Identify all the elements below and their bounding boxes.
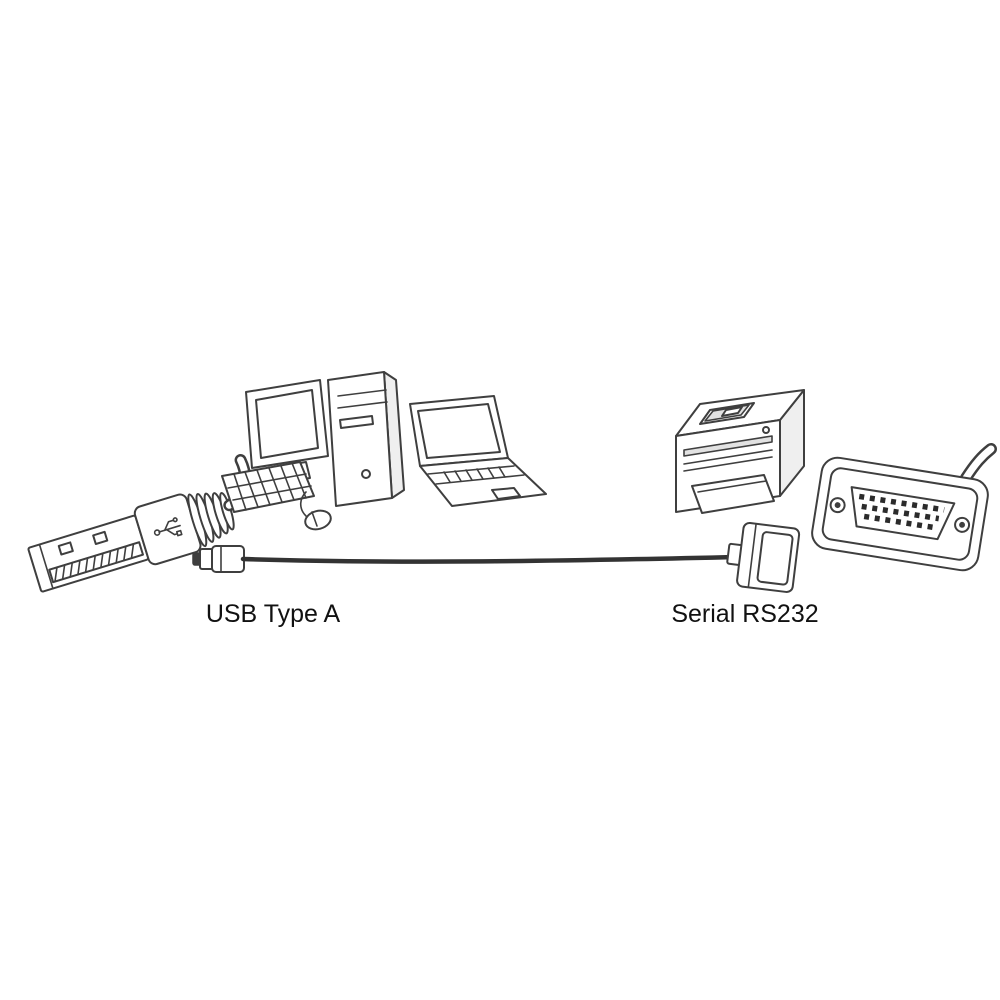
usb-type-a-connector-icon <box>27 454 252 593</box>
usb-contact-hatch <box>54 543 135 583</box>
printer-icon <box>675 389 805 514</box>
usb-type-a-label: USB Type A <box>206 600 341 628</box>
laptop-keyboard-keys <box>443 466 506 483</box>
keyboard-keys <box>233 462 307 511</box>
desktop-computer-icon <box>221 371 405 531</box>
usb-to-serial-cable-icon <box>192 522 801 593</box>
laptop-icon <box>409 395 547 507</box>
serial-rs232-label: Serial RS232 <box>671 600 818 628</box>
serial-rs232-connector-icon <box>811 443 997 572</box>
usb-trident-icon <box>153 517 183 537</box>
